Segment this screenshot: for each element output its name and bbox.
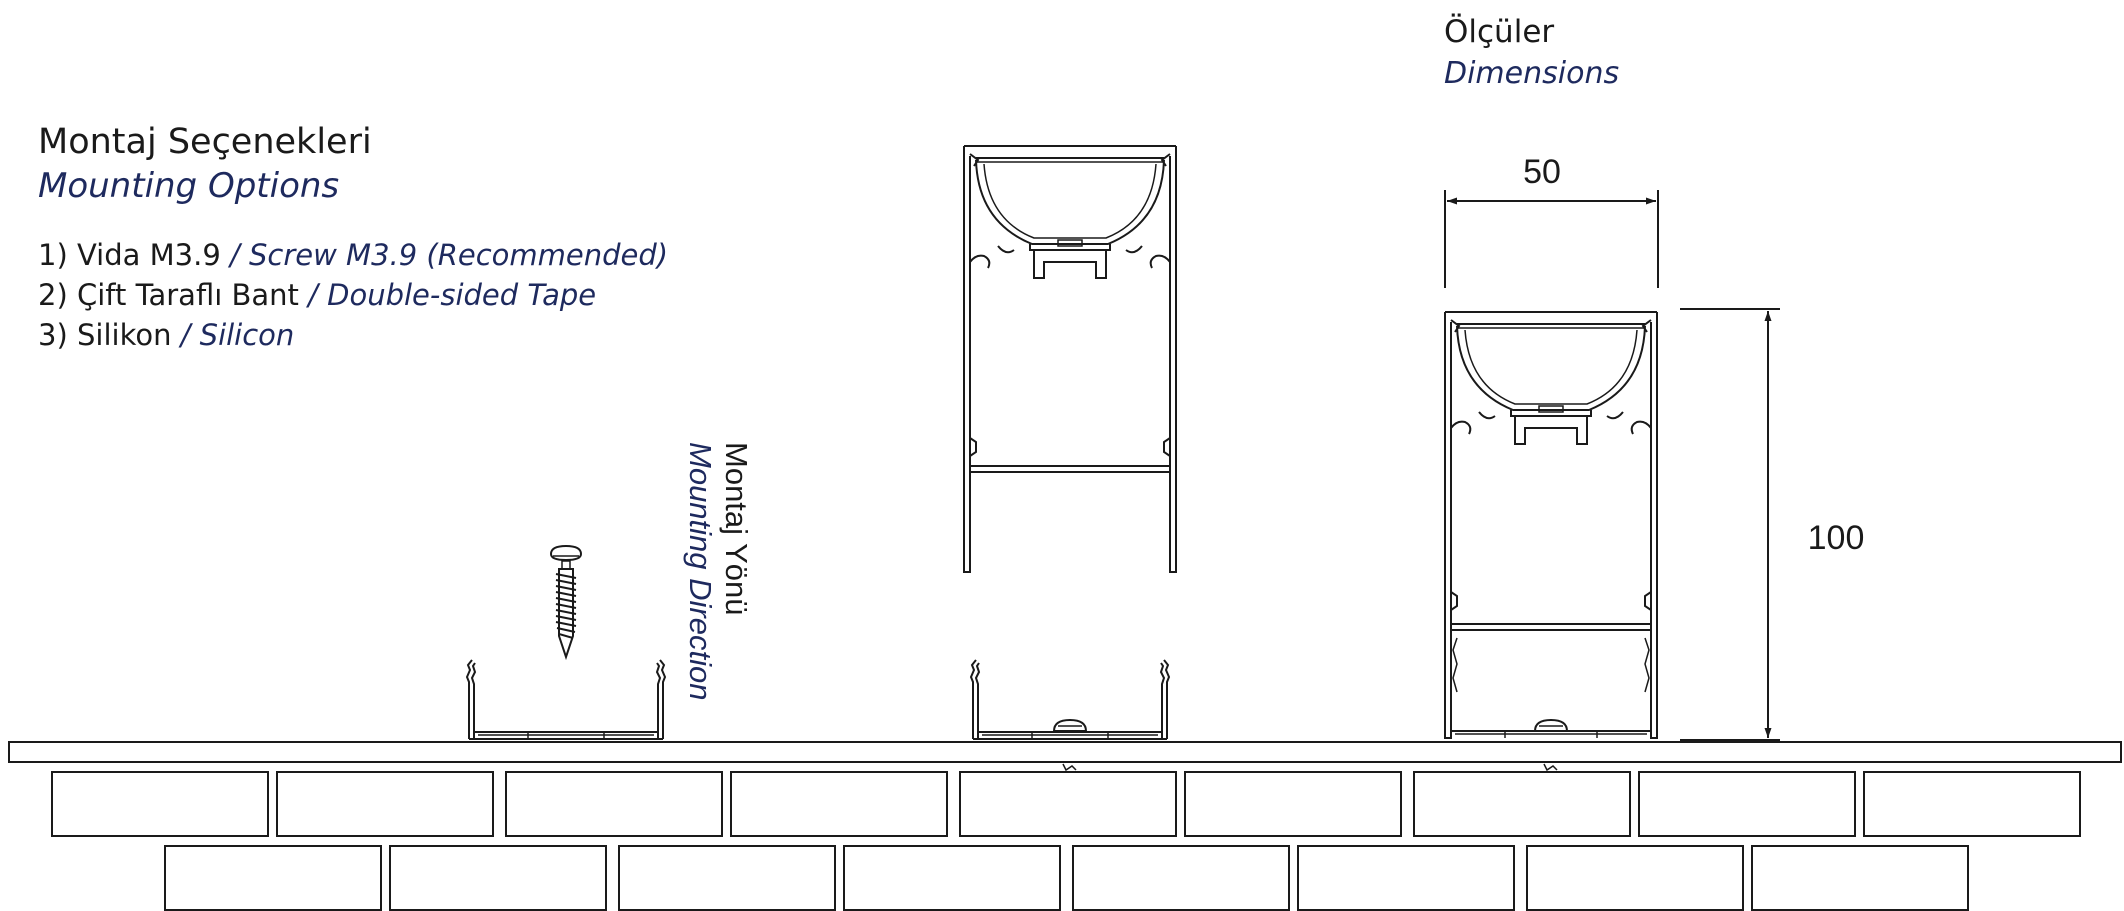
mounting-option-3: 3) Silikon / Silicon [38, 318, 294, 352]
screw-icon [549, 544, 583, 661]
assembled-luminaire [1444, 311, 1658, 739]
mounting-surface [8, 741, 2122, 763]
mounting-direction-label-en: Mounting Direction [683, 442, 718, 700]
mounting-options-subtitle: Mounting Options [38, 166, 340, 206]
option-label-en: / Double-sided Tape [308, 278, 597, 312]
width-dimension: 50 [1444, 153, 1659, 288]
luminaire-profile [963, 145, 1177, 573]
screw-head-icon [1053, 719, 1087, 732]
option-label-en: / Silicon [180, 318, 295, 352]
base-channel-1 [466, 659, 666, 740]
mounting-options-title: Montaj Seçenekleri [38, 122, 372, 162]
mounting-option-1: 1) Vida M3.9 / Screw M3.9 (Recommended) [38, 238, 668, 272]
mounting-direction-label: Montaj Yönü [719, 442, 754, 616]
option-label-tr: 2) Çift Taraflı Bant [38, 278, 299, 312]
screw-tip-mark [1062, 763, 1077, 772]
dimensions-title: Ölçüler [1444, 14, 1555, 50]
brick-wall [51, 771, 2081, 911]
screw-head-icon-assembled [1534, 719, 1568, 732]
mounting-option-2: 2) Çift Taraflı Bant / Double-sided Tape [38, 278, 596, 312]
dimensions-subtitle: Dimensions [1444, 56, 1620, 91]
height-label: 100 [1808, 519, 1865, 557]
option-label-tr: 1) Vida M3.9 [38, 238, 221, 272]
width-label: 50 [1523, 153, 1561, 191]
screw-tip-mark-assembled [1543, 763, 1558, 772]
height-dimension: 100 [1680, 308, 1865, 741]
option-label-tr: 3) Silikon [38, 318, 172, 352]
option-label-en: / Screw M3.9 (Recommended) [230, 238, 669, 272]
